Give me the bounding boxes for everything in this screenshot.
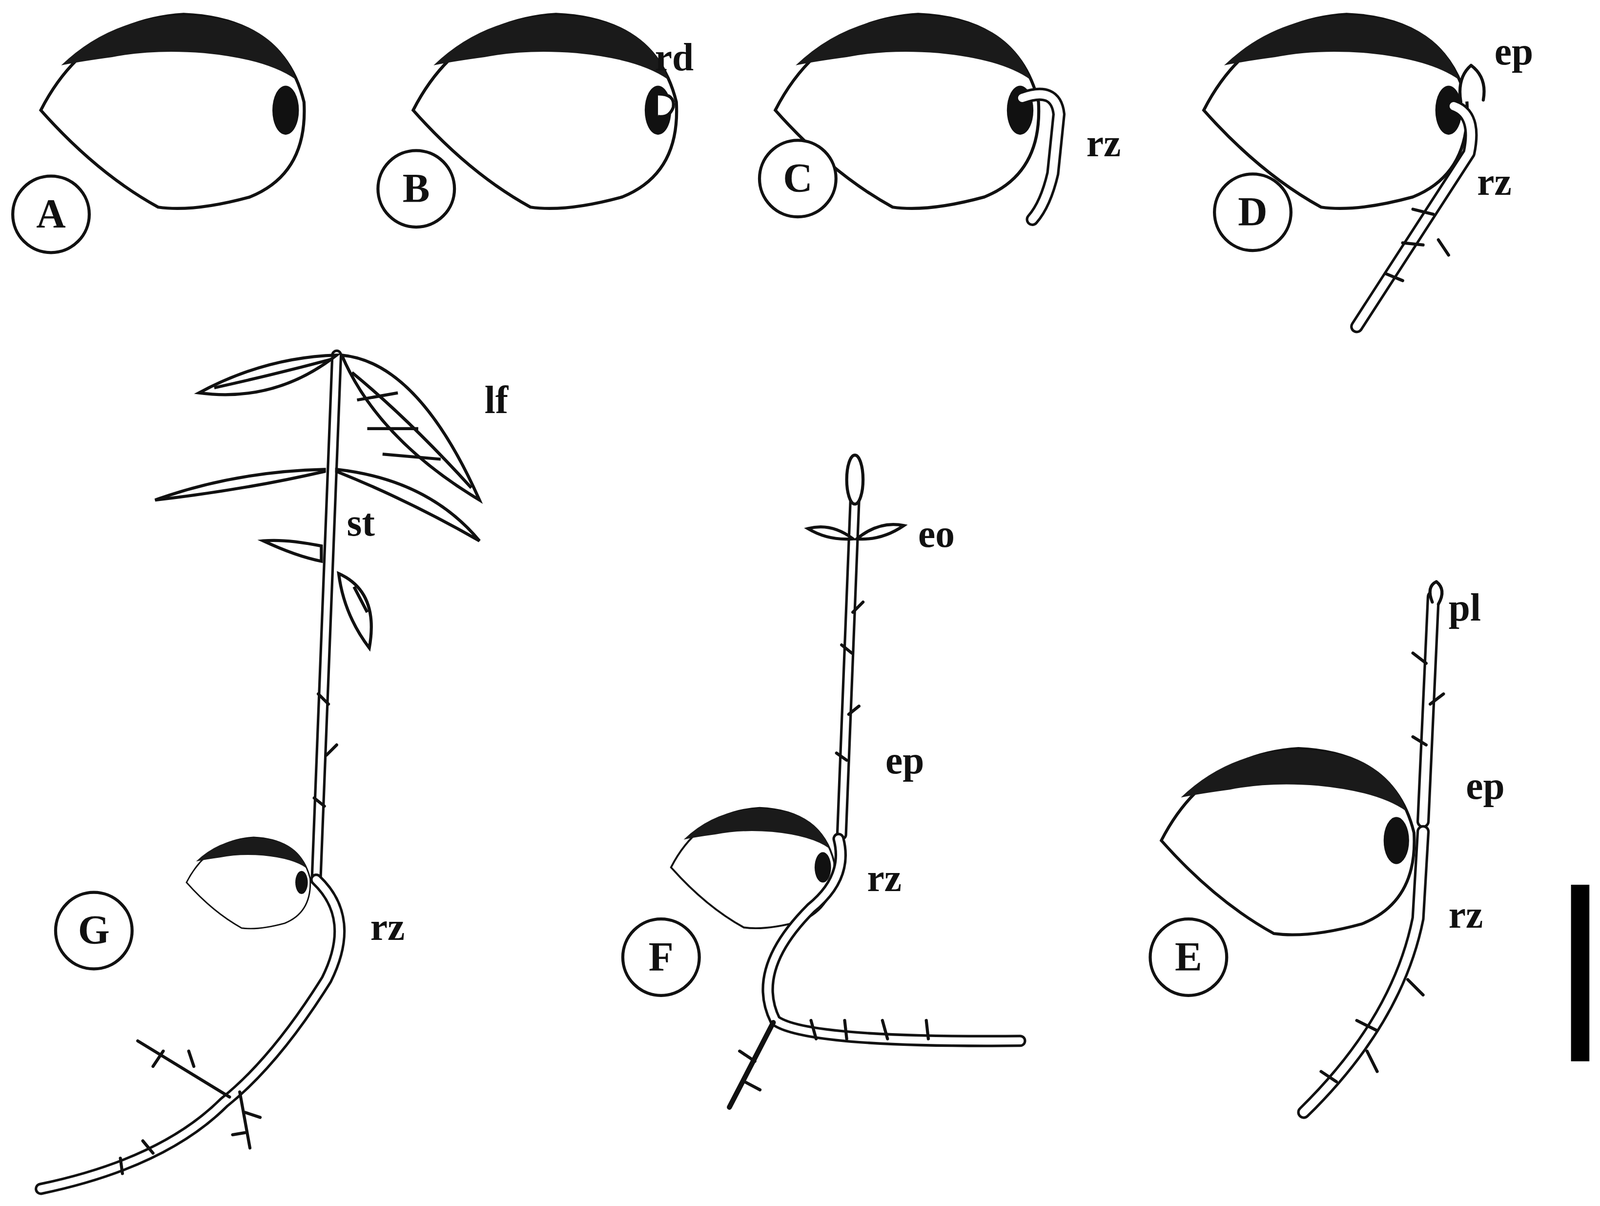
stage-circle: D [1212, 172, 1293, 252]
stage-circle: A [11, 174, 91, 254]
seed [186, 837, 311, 929]
part-label: ep [1465, 764, 1505, 808]
stage-circle: C [758, 138, 838, 219]
stage-letter: D [1237, 191, 1268, 233]
part-label: pl [1448, 586, 1481, 630]
part-label: ep [885, 739, 924, 782]
stage-circle: E [1148, 917, 1229, 997]
part-label: eo [918, 512, 955, 556]
part-label: rz [1476, 161, 1512, 204]
part-label: rz [370, 905, 406, 949]
radicle [657, 93, 674, 117]
part-label: rz [1448, 893, 1484, 937]
stage-circle: F [621, 917, 701, 997]
stage-circle: B [376, 148, 456, 229]
part-label: ep [1494, 30, 1534, 74]
stage-letter: G [78, 909, 110, 951]
seedling-organs [41, 65, 1485, 1189]
part-label: st [347, 501, 375, 545]
seed [1161, 748, 1415, 935]
part-label: rz [1086, 122, 1122, 165]
stage-letter: A [36, 193, 66, 235]
part-label: lf [484, 379, 509, 422]
stage-letter: B [402, 168, 431, 210]
stage-letter: E [1174, 936, 1203, 978]
scale-bar [1571, 884, 1590, 1062]
part-label: rz [866, 857, 902, 900]
stage-circle: G [54, 890, 134, 971]
part-label: rd [655, 36, 694, 80]
seed [41, 14, 305, 209]
leaves [155, 354, 480, 648]
stage-letter: F [648, 936, 674, 978]
leaflets [807, 454, 904, 539]
stage-letter: C [782, 158, 813, 200]
